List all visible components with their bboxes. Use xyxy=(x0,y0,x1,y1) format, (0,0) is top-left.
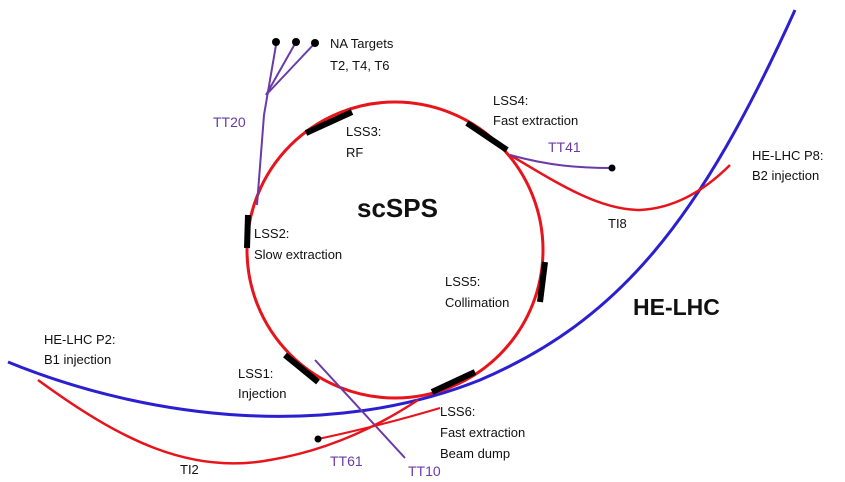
lss2-desc: Slow extraction xyxy=(254,247,342,262)
ti2-label: TI2 xyxy=(180,462,199,477)
ti8-transfer-line xyxy=(509,153,731,212)
lss1-desc: Injection xyxy=(238,386,286,401)
he-lhc-label: HE-LHC xyxy=(633,294,720,320)
scsps-ring xyxy=(245,100,545,400)
lss6-desc-2: Beam dump xyxy=(440,446,510,461)
na-target-dot-t2 xyxy=(272,38,280,46)
lss4-desc: Fast extraction xyxy=(493,113,578,128)
na-target-dot-t4 xyxy=(292,38,300,46)
tt20-label: TT20 xyxy=(213,114,246,130)
tt61-endpoint-dot xyxy=(314,435,322,443)
lss4-segment xyxy=(465,120,509,153)
tt41-transfer-line xyxy=(509,154,613,169)
lss5-desc: Collimation xyxy=(445,295,509,310)
he-lhc-ring-arc xyxy=(7,9,797,418)
lss3-desc: RF xyxy=(346,145,363,160)
tt61-transfer-line xyxy=(317,407,441,440)
scsps-label: scSPS xyxy=(357,193,438,223)
tt20-transfer-line xyxy=(256,44,277,206)
na-targets-desc: T2, T4, T6 xyxy=(330,58,390,73)
lss1-title: LSS1: xyxy=(238,366,273,381)
lss6-title: LSS6: xyxy=(440,404,475,419)
na-target-dot-t6 xyxy=(311,39,319,47)
tt41-label: TT41 xyxy=(548,139,581,155)
lss3-segment xyxy=(304,109,354,136)
p2-desc: B1 injection xyxy=(44,352,111,367)
tt10-transfer-line xyxy=(314,359,406,459)
lss6-segment xyxy=(430,369,477,395)
na-target-branch-t6 xyxy=(265,42,316,96)
lss5-title: LSS5: xyxy=(445,274,480,289)
p8-desc: B2 injection xyxy=(752,168,819,183)
tt41-endpoint-dot xyxy=(608,164,616,172)
lss5-segment xyxy=(537,261,548,303)
lss6-desc-1: Fast extraction xyxy=(440,425,525,440)
ti8-label: TI8 xyxy=(608,216,627,231)
tt10-label: TT10 xyxy=(408,463,441,479)
lss4-title: LSS4: xyxy=(493,93,528,108)
na-targets-title: NA Targets xyxy=(330,36,394,51)
lss2-title: LSS2: xyxy=(254,226,289,241)
lss3-title: LSS3: xyxy=(346,124,381,139)
tt61-label: TT61 xyxy=(330,453,363,469)
p2-title: HE-LHC P2: xyxy=(44,332,116,347)
lss1-segment xyxy=(283,352,320,385)
lss2-segment xyxy=(244,214,251,249)
p8-title: HE-LHC P8: xyxy=(752,148,824,163)
na-target-branch-t4 xyxy=(265,41,297,96)
